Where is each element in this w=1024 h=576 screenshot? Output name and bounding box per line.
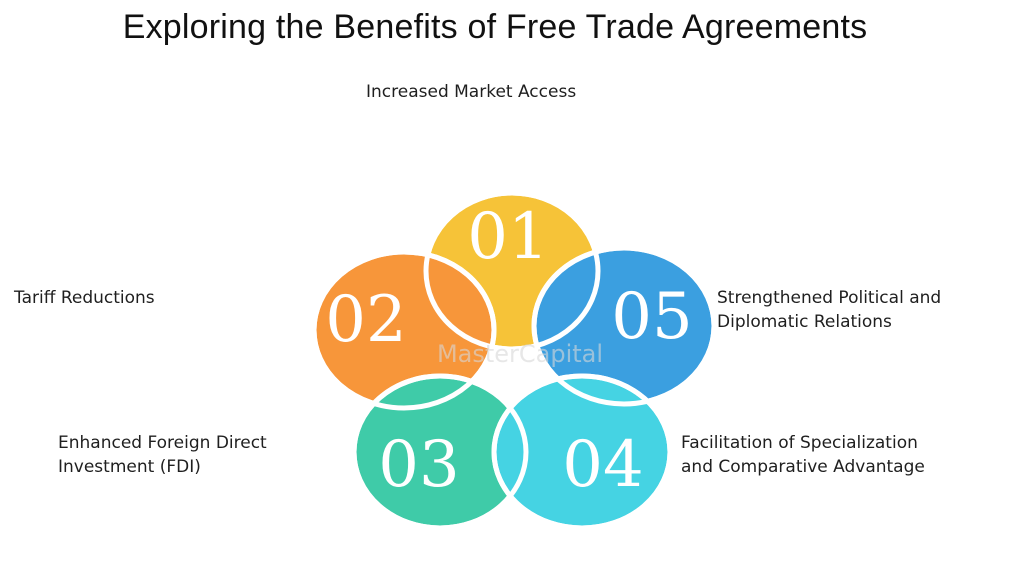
benefit-label-04: Facilitation of Specialization and Compa… bbox=[681, 431, 925, 479]
benefit-label-01-line-1: Increased Market Access bbox=[366, 82, 577, 102]
number-05: 05 bbox=[611, 280, 692, 354]
benefit-label-01: Increased Market Access bbox=[366, 80, 576, 104]
number-02: 02 bbox=[325, 283, 406, 357]
watermark-text: MasterCapital bbox=[437, 340, 603, 368]
number-01: 01 bbox=[467, 200, 548, 274]
benefit-label-02: Tariff Reductions bbox=[14, 286, 155, 310]
benefit-label-03-line-2: Investment (FDI) bbox=[58, 457, 201, 477]
benefit-label-05: Strengthened Political and Diplomatic Re… bbox=[717, 286, 941, 334]
benefit-label-05-line-2: Diplomatic Relations bbox=[717, 312, 892, 332]
benefit-label-02-line-1: Tariff Reductions bbox=[14, 288, 155, 308]
benefit-label-04-line-1: Facilitation of Specialization bbox=[681, 433, 918, 453]
benefit-label-05-line-1: Strengthened Political and bbox=[717, 288, 942, 308]
benefit-label-04-line-2: and Comparative Advantage bbox=[681, 457, 925, 477]
number-03: 03 bbox=[378, 428, 459, 502]
benefit-label-03: Enhanced Foreign Direct Investment (FDI) bbox=[58, 431, 267, 479]
page-title: Exploring the Benefits of Free Trade Agr… bbox=[122, 8, 868, 46]
benefit-label-03-line-1: Enhanced Foreign Direct bbox=[58, 433, 267, 453]
number-04: 04 bbox=[562, 428, 643, 502]
